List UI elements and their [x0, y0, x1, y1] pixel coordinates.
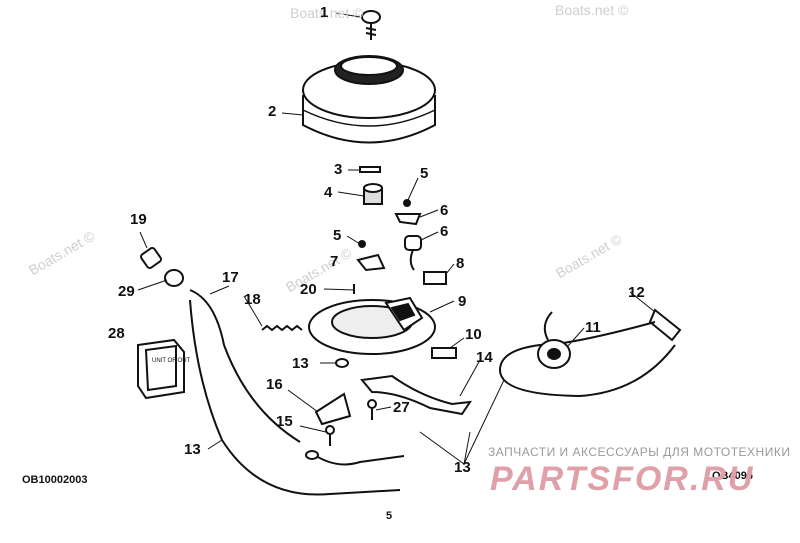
callout-label: 11	[585, 319, 601, 336]
leader-lines	[137, 12, 656, 465]
callout-label: 6	[440, 223, 449, 240]
callout-label: 20	[300, 281, 317, 298]
part-grommet	[335, 358, 349, 368]
part-pin	[359, 166, 381, 173]
callout-label: 18	[244, 291, 261, 308]
part-screw-small	[325, 425, 335, 446]
watermark: Boats.net ©	[555, 2, 629, 18]
part-armature-plate	[308, 296, 436, 355]
part-spring	[261, 324, 303, 332]
part-ignition-coil	[537, 311, 571, 369]
part-screw-small	[358, 240, 366, 248]
module-text: UNIT OF OUT	[152, 358, 191, 364]
callout-label: 29	[118, 283, 135, 300]
part-bracket	[314, 392, 352, 426]
part-clip	[394, 213, 422, 226]
callout-label: 28	[108, 325, 125, 342]
callout-label: 7	[330, 253, 339, 270]
part-block	[431, 347, 457, 359]
shop-brand-logo: PARTSFOR.RU	[490, 460, 755, 498]
part-plug-cap	[498, 308, 682, 398]
callout-label: 12	[628, 284, 645, 301]
diagram-code-left: OB10002003	[22, 474, 88, 486]
callout-label: 17	[222, 269, 239, 286]
part-felt-pad	[423, 271, 447, 285]
part-screw-small	[367, 399, 377, 420]
callout-label: 13	[184, 441, 201, 458]
part-wire	[189, 289, 301, 443]
callout-label: 6	[440, 202, 449, 219]
diagram-code-right: OB4096	[712, 470, 753, 482]
callout-label: 14	[476, 349, 493, 366]
callout-label: 5	[420, 165, 429, 182]
part-breaker-points	[356, 253, 386, 272]
part-lamp	[140, 247, 162, 269]
part-throttle-lever	[360, 374, 473, 416]
callout-label: 3	[334, 161, 343, 178]
callout-label: 27	[393, 399, 410, 416]
callout-label: 10	[465, 326, 482, 343]
callout-label: 16	[266, 376, 283, 393]
part-screw-small	[403, 199, 411, 207]
part-module-box: UNIT OF OUT	[137, 338, 191, 400]
part-flywheel	[302, 55, 436, 144]
callout-label: 4	[324, 184, 333, 201]
part-screw	[361, 10, 381, 40]
callout-label: 2	[268, 103, 277, 120]
part-nut	[164, 269, 184, 287]
callout-label: 13	[454, 459, 471, 476]
callout-label: 13	[292, 355, 309, 372]
part-wire	[309, 451, 405, 466]
callout-label: 8	[456, 255, 465, 272]
callout-label: 9	[458, 293, 467, 310]
page-number: 5	[386, 510, 393, 522]
part-bushing	[363, 183, 383, 205]
shop-tagline: ЗАПЧАСТИ И АКСЕССУАРЫ ДЛЯ МОТОТЕХНИКИ	[488, 445, 791, 459]
callout-label: 1	[320, 4, 329, 21]
watermark: Boats.net ©	[290, 5, 364, 21]
part-condenser	[404, 235, 422, 271]
callout-label: 5	[333, 227, 342, 244]
callout-label: 19	[130, 211, 147, 228]
callout-label: 15	[276, 413, 293, 430]
